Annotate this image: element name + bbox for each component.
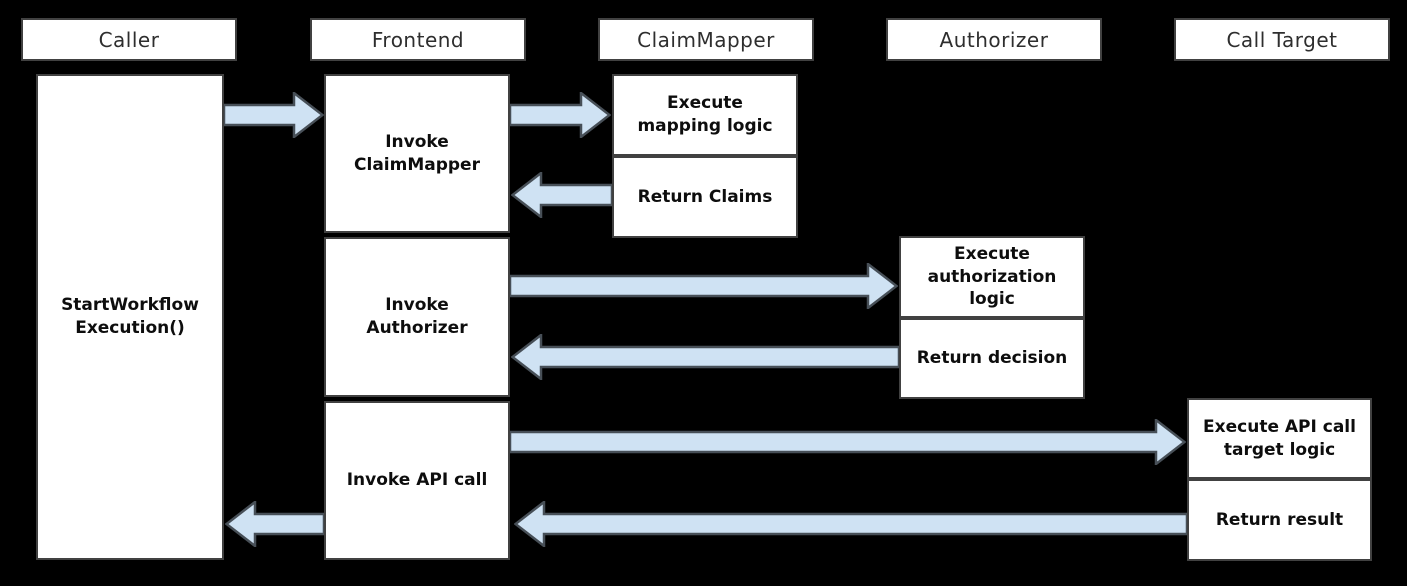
step-return-decision: Return decision xyxy=(899,318,1085,399)
step-invoke-claimmapper: Invoke ClaimMapper xyxy=(324,74,510,233)
lifeline-header-call-target: Call Target xyxy=(1174,18,1390,61)
step-execute-authorization-logic: Execute authorization logic xyxy=(899,236,1085,318)
lifeline-header-caller-label: Caller xyxy=(98,27,160,52)
step-execute-api-call-target-logic-label: Execute API call target logic xyxy=(1203,416,1356,460)
activation-start-workflow-execution: StartWorkflow Execution() xyxy=(36,74,224,560)
arrow-frontend-to-caller-shape xyxy=(225,501,324,547)
lifeline-header-frontend: Frontend xyxy=(310,18,526,61)
arrow-claimmapper-to-frontend xyxy=(511,172,612,218)
arrow-frontend-to-claimmapper xyxy=(510,92,611,138)
step-return-result: Return result xyxy=(1187,479,1372,561)
step-invoke-claimmapper-label: Invoke ClaimMapper xyxy=(354,131,480,175)
lifeline-header-call-target-label: Call Target xyxy=(1226,27,1338,52)
step-execute-api-call-target-logic: Execute API call target logic xyxy=(1187,398,1372,479)
step-invoke-api-call: Invoke API call xyxy=(324,401,510,560)
lifeline-header-claimmapper-label: ClaimMapper xyxy=(637,27,775,52)
arrow-frontend-to-calltarget xyxy=(510,419,1186,465)
lifeline-header-caller: Caller xyxy=(21,18,237,61)
arrow-authorizer-to-frontend-shape xyxy=(511,334,899,380)
arrow-caller-to-frontend xyxy=(224,92,324,138)
step-invoke-api-call-label: Invoke API call xyxy=(346,470,488,491)
step-execute-mapping-logic: Execute mapping logic xyxy=(612,74,798,156)
lifeline-header-authorizer-label: Authorizer xyxy=(939,27,1049,52)
step-execute-authorization-logic-label: Execute authorization logic xyxy=(927,243,1057,310)
arrow-authorizer-to-frontend xyxy=(511,334,899,380)
step-return-claims: Return Claims xyxy=(612,156,798,238)
arrow-frontend-to-authorizer xyxy=(510,263,898,309)
step-return-claims-label: Return Claims xyxy=(637,186,773,207)
step-invoke-authorizer-label: Invoke Authorizer xyxy=(366,295,468,338)
lifeline-header-frontend-label: Frontend xyxy=(371,27,465,52)
arrow-frontend-to-claimmapper-shape xyxy=(510,92,611,138)
lifeline-header-claimmapper: ClaimMapper xyxy=(598,18,814,61)
step-invoke-authorizer: Invoke Authorizer xyxy=(324,237,510,397)
lifeline-header-authorizer: Authorizer xyxy=(886,18,1102,61)
arrow-calltarget-to-frontend-shape xyxy=(514,501,1187,547)
arrow-frontend-to-calltarget-shape xyxy=(510,419,1186,465)
arrow-calltarget-to-frontend xyxy=(514,501,1187,547)
step-execute-mapping-logic-label: Execute mapping logic xyxy=(637,93,773,136)
activation-start-workflow-execution-label: StartWorkflow Execution() xyxy=(61,295,199,338)
arrow-frontend-to-authorizer-shape xyxy=(510,263,898,309)
arrow-frontend-to-caller xyxy=(225,501,324,547)
step-return-result-label: Return result xyxy=(1215,509,1344,530)
arrow-claimmapper-to-frontend-shape xyxy=(511,172,612,218)
step-return-decision-label: Return decision xyxy=(916,348,1068,369)
arrow-caller-to-frontend-shape xyxy=(224,92,324,138)
